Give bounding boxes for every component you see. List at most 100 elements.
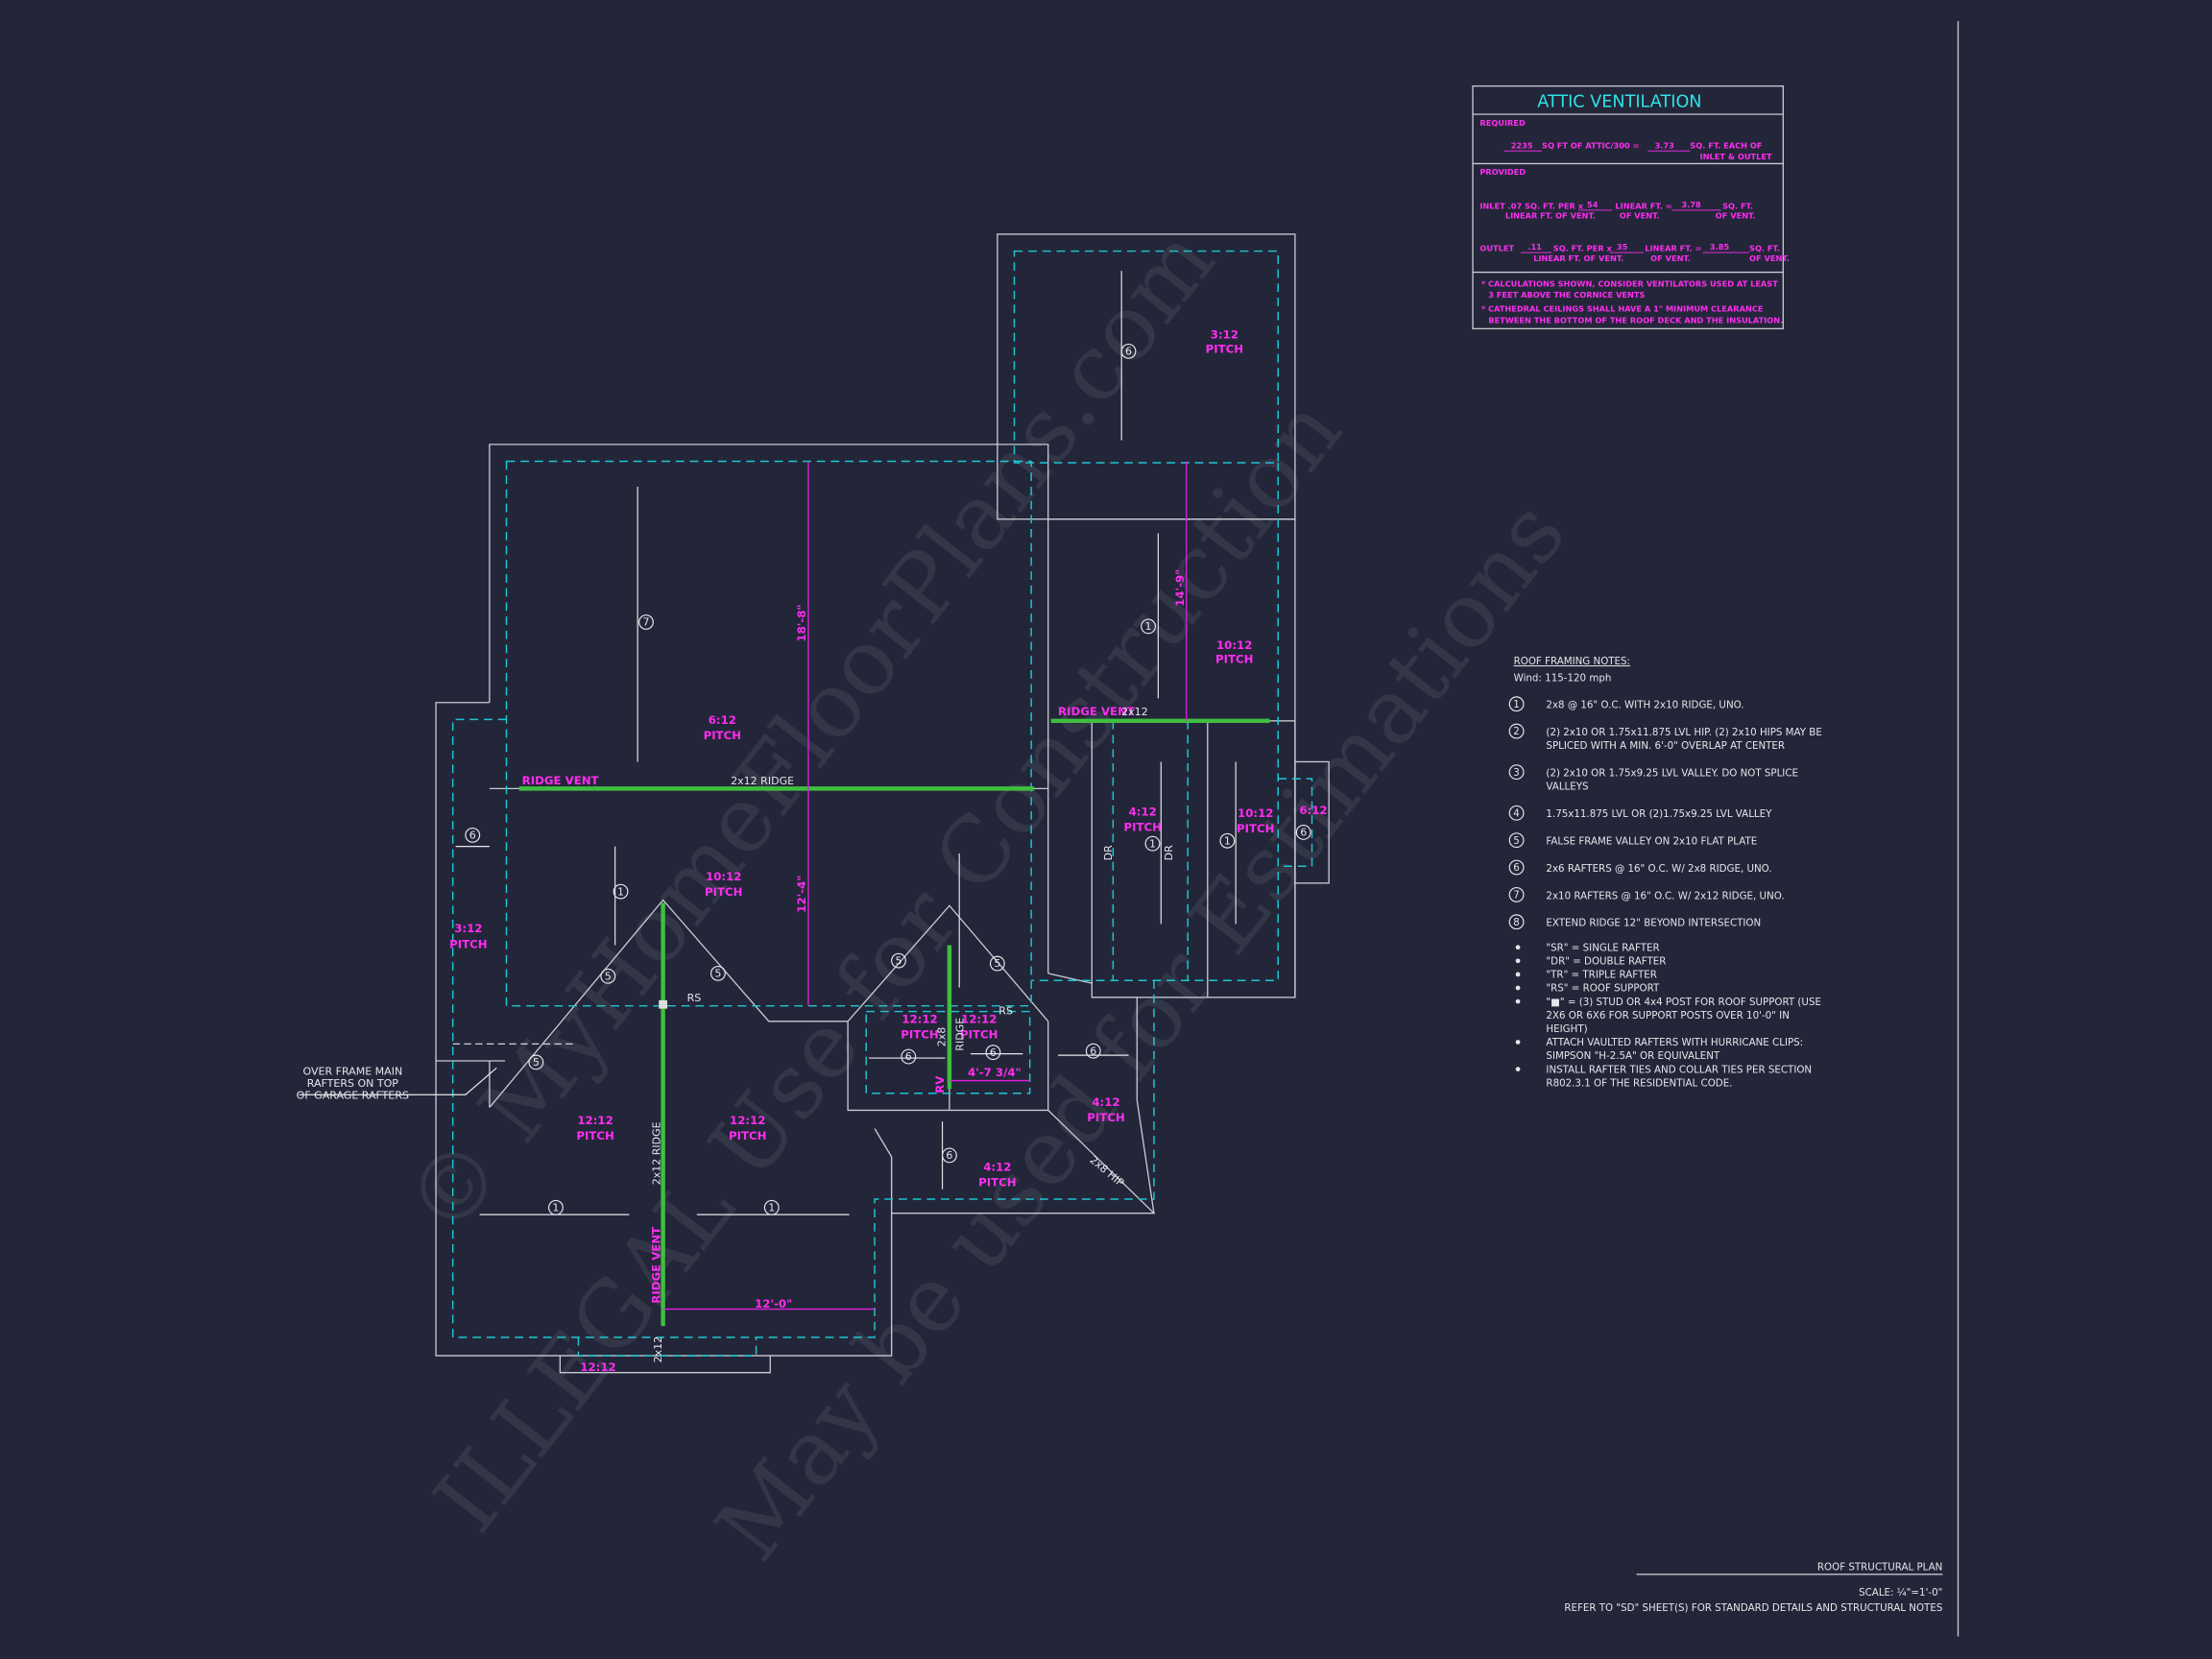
callout-circle-icon	[901, 1048, 917, 1065]
ridge-size-label: 2x12	[652, 1336, 664, 1363]
note-text: "RS" = ROOF SUPPORT	[1546, 983, 1660, 995]
note-number-circle-icon	[1508, 859, 1525, 876]
pitch-label: PITCH	[704, 729, 741, 742]
pitch-label: PITCH	[705, 885, 742, 899]
bullet-icon	[1515, 958, 1521, 964]
callout-marker: 1	[613, 883, 629, 900]
dr-label: DR	[1163, 845, 1175, 860]
callout-number: 1	[768, 1201, 775, 1214]
provided-label: PROVIDED	[1479, 167, 1526, 177]
callout-number: 5	[994, 957, 1000, 970]
rv-label: RV	[933, 1075, 947, 1094]
callout-number: 1	[617, 885, 624, 898]
note-text: "SR" = SINGLE RAFTER	[1546, 942, 1659, 953]
pitch-label: PITCH	[729, 1129, 766, 1142]
callout-marker: 6	[1120, 343, 1137, 359]
vertical-ridge-vent-label: RIDGE VENT	[650, 1227, 663, 1304]
callout-marker: 1	[1144, 835, 1161, 852]
pitch-label: PITCH	[576, 1129, 613, 1142]
dr-label: DR	[1102, 845, 1115, 860]
note-text: 1.75x11.875 LVL OR (2)1.75x9.25 LVL VALL…	[1546, 808, 1772, 820]
callout-circle-icon	[613, 883, 629, 900]
note-text: "DR" = DOUBLE RAFTER	[1546, 955, 1666, 967]
note-number: 3	[1513, 767, 1520, 779]
reference-note: REFER TO "SD" SHEET(S) FOR STANDARD DETA…	[1564, 1602, 1942, 1614]
pitch-label: 3:12	[454, 922, 482, 935]
callout-circle-icon	[891, 952, 906, 969]
inlet-label-2: LINEAR FT. OF VENT.	[1505, 211, 1596, 221]
bullet-icon	[1515, 998, 1521, 1004]
required-unit-2: INLET & OUTLET	[1700, 152, 1772, 161]
callout-circle-icon	[1085, 1043, 1101, 1059]
callout-marker: 5	[709, 965, 726, 981]
pitch-label: 4:12	[1129, 805, 1157, 818]
plan-labels: 3:12PITCH6:12PITCH10:12PITCH10:12PITCH3:…	[297, 328, 1328, 1375]
outlet-linear-text: LINEAR FT. =	[1645, 244, 1701, 253]
callout-number: 6	[946, 1149, 952, 1162]
callout-number: 1	[1149, 837, 1156, 850]
callout-marker: 5	[989, 955, 1005, 972]
note-text: ATTACH VAULTED RAFTERS WITH HURRICANE CL…	[1546, 1037, 1803, 1048]
pitch-label: 10:12	[1238, 806, 1273, 820]
small-ridge-label: RIDGE	[954, 1018, 967, 1051]
bullet-icon	[1515, 972, 1521, 977]
bullet-icon	[1515, 985, 1521, 991]
note-text: 2x8 @ 16" O.C. WITH 2x10 RIDGE, UNO.	[1546, 700, 1743, 711]
wind-speed: Wind: 115-120 mph	[1514, 673, 1612, 685]
callout-circle-icon	[1219, 832, 1236, 849]
pitch-label: 3:12	[1211, 328, 1238, 342]
pitch-label: PITCH	[960, 1027, 998, 1041]
callout-number: 5	[714, 968, 721, 980]
callout-circle-icon	[763, 1199, 780, 1215]
callout-circle-icon	[465, 827, 481, 843]
callout-number: 6	[1090, 1045, 1096, 1057]
post-marker	[659, 999, 668, 1009]
callout-number: 6	[1300, 827, 1307, 839]
note-number: 6	[1513, 862, 1520, 874]
dimension-lines	[662, 461, 1188, 1310]
note-number: 8	[1513, 917, 1520, 928]
inlet-result-value: 3.78	[1682, 200, 1702, 209]
outlet-result-value: 3.85	[1710, 242, 1730, 252]
footnote-1-cont: 3 FEET ABOVE THE CORNICE VENTS	[1488, 290, 1645, 300]
note-number: 5	[1513, 835, 1520, 847]
callout-marker: 6	[465, 827, 481, 843]
callout-number: 7	[642, 616, 649, 629]
drawing-title: ROOF STRUCTURAL PLAN	[1817, 1561, 1942, 1573]
bullet-icon	[1515, 1040, 1521, 1045]
inlet-linear-text: LINEAR FT. =	[1615, 201, 1671, 210]
callout-circle-icon	[989, 955, 1005, 972]
callout-marker: 1	[763, 1199, 780, 1215]
note-text: (2) 2x10 OR 1.75x9.25 LVL VALLEY. DO NOT…	[1546, 768, 1798, 780]
outlet-linear-text-2: OF VENT.	[1650, 253, 1691, 263]
ridge-vent-label: RIDGE VENT	[1058, 705, 1135, 718]
bullet-icon	[1515, 945, 1521, 950]
note-text: R802.3.1 OF THE RESIDENTIAL CODE.	[1546, 1077, 1732, 1089]
watermark: © MyHomeFloorPlans.com ILLEGAL Use for C…	[386, 209, 1586, 1579]
callout-number: 1	[552, 1201, 559, 1214]
pitch-label: 4:12	[1092, 1095, 1119, 1109]
inlet-label: INLET .07 SQ. FT. PER x	[1479, 201, 1583, 210]
note-number: 7	[1513, 890, 1520, 902]
note-number-circle-icon	[1508, 805, 1525, 821]
main-ridge-label: 2x12 RIDGE	[731, 775, 794, 787]
callout-number: 6	[990, 1046, 997, 1059]
note-number-circle-icon	[1508, 832, 1525, 849]
over-frame-note: RAFTERS ON TOP	[307, 1077, 399, 1090]
pitch-label: PITCH	[978, 1176, 1016, 1190]
dimension-label: 4'-7 3/4"	[968, 1066, 1022, 1079]
note-number-circle-icon	[1508, 886, 1525, 902]
callout-marker: 1	[548, 1199, 564, 1215]
ridge-lines	[518, 718, 1270, 1327]
note-text: 2x6 RAFTERS @ 16" O.C. W/ 2x8 RIDGE, UNO…	[1546, 863, 1771, 875]
pitch-label: 4:12	[983, 1161, 1011, 1174]
pitch-label: 12:12	[961, 1012, 997, 1025]
required-area-value: 2235	[1511, 140, 1533, 150]
inlet-unit-2: OF VENT.	[1716, 211, 1756, 221]
pitch-label: PITCH	[1123, 820, 1161, 833]
bullet-icon	[1515, 1067, 1521, 1072]
callout-marker: 6	[941, 1147, 957, 1164]
note-number: 2	[1513, 726, 1520, 737]
callout-marker: 6	[1295, 825, 1311, 840]
